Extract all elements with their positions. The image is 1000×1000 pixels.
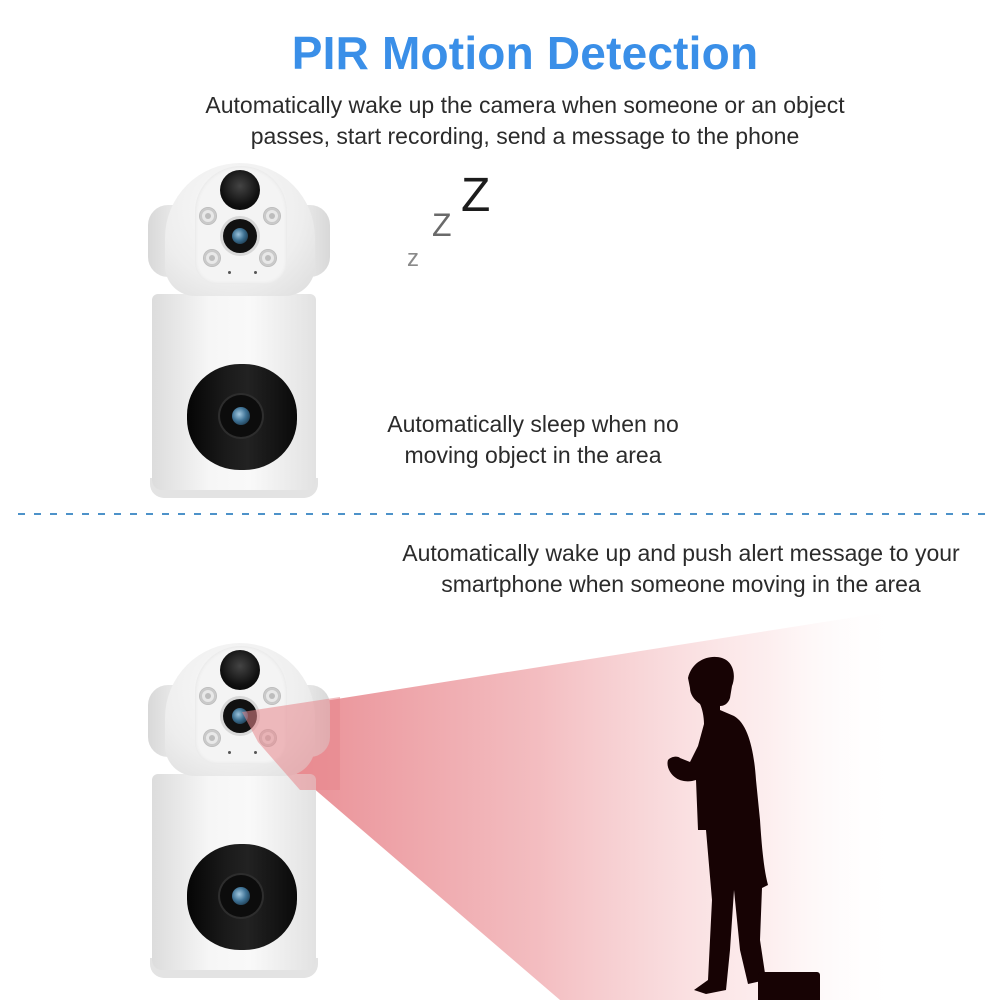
camera-sleeping — [140, 160, 340, 505]
mic-hole-icon — [228, 751, 231, 754]
section-divider — [18, 513, 990, 515]
ir-led-icon — [204, 250, 220, 266]
top-lens-icon — [223, 219, 257, 253]
sleep-caption-line-1: Automatically sleep when no — [387, 411, 679, 437]
sleep-z-large: Z — [461, 169, 491, 222]
ir-led-icon — [200, 688, 216, 704]
camera-awake — [140, 640, 340, 985]
sleep-z-medium: Z — [432, 207, 452, 243]
mic-hole-icon — [228, 271, 231, 274]
bottom-lens-icon — [220, 875, 262, 917]
person-silhouette-icon — [667, 656, 820, 1000]
subtitle-line-2: passes, start recording, send a message … — [250, 123, 800, 149]
pir-sensor-icon — [220, 650, 260, 690]
page-title: PIR Motion Detection — [291, 27, 759, 79]
wake-caption-line-1: Automatically wake up and push alert mes… — [402, 540, 960, 566]
mic-hole-icon — [254, 271, 257, 274]
top-lens-icon — [223, 699, 257, 733]
bottom-lens-icon — [220, 395, 262, 437]
mic-hole-icon — [254, 751, 257, 754]
page-subtitle: Automatically wake up the camera when so… — [0, 90, 1000, 152]
ir-led-icon — [264, 688, 280, 704]
sleep-caption-line-2: moving object in the area — [404, 442, 662, 468]
ir-led-icon — [260, 730, 276, 746]
wake-caption-line-2: smartphone when someone moving in the ar… — [441, 571, 921, 597]
wake-caption: Automatically wake up and push alert mes… — [356, 538, 1000, 600]
sleep-caption: Automatically sleep when no moving objec… — [340, 409, 726, 471]
sleep-z-small: z — [407, 245, 419, 272]
ir-led-icon — [204, 730, 220, 746]
subtitle-line-1: Automatically wake up the camera when so… — [205, 92, 845, 118]
ir-led-icon — [264, 208, 280, 224]
ir-led-icon — [260, 250, 276, 266]
ir-led-icon — [200, 208, 216, 224]
pir-sensor-icon — [220, 170, 260, 210]
